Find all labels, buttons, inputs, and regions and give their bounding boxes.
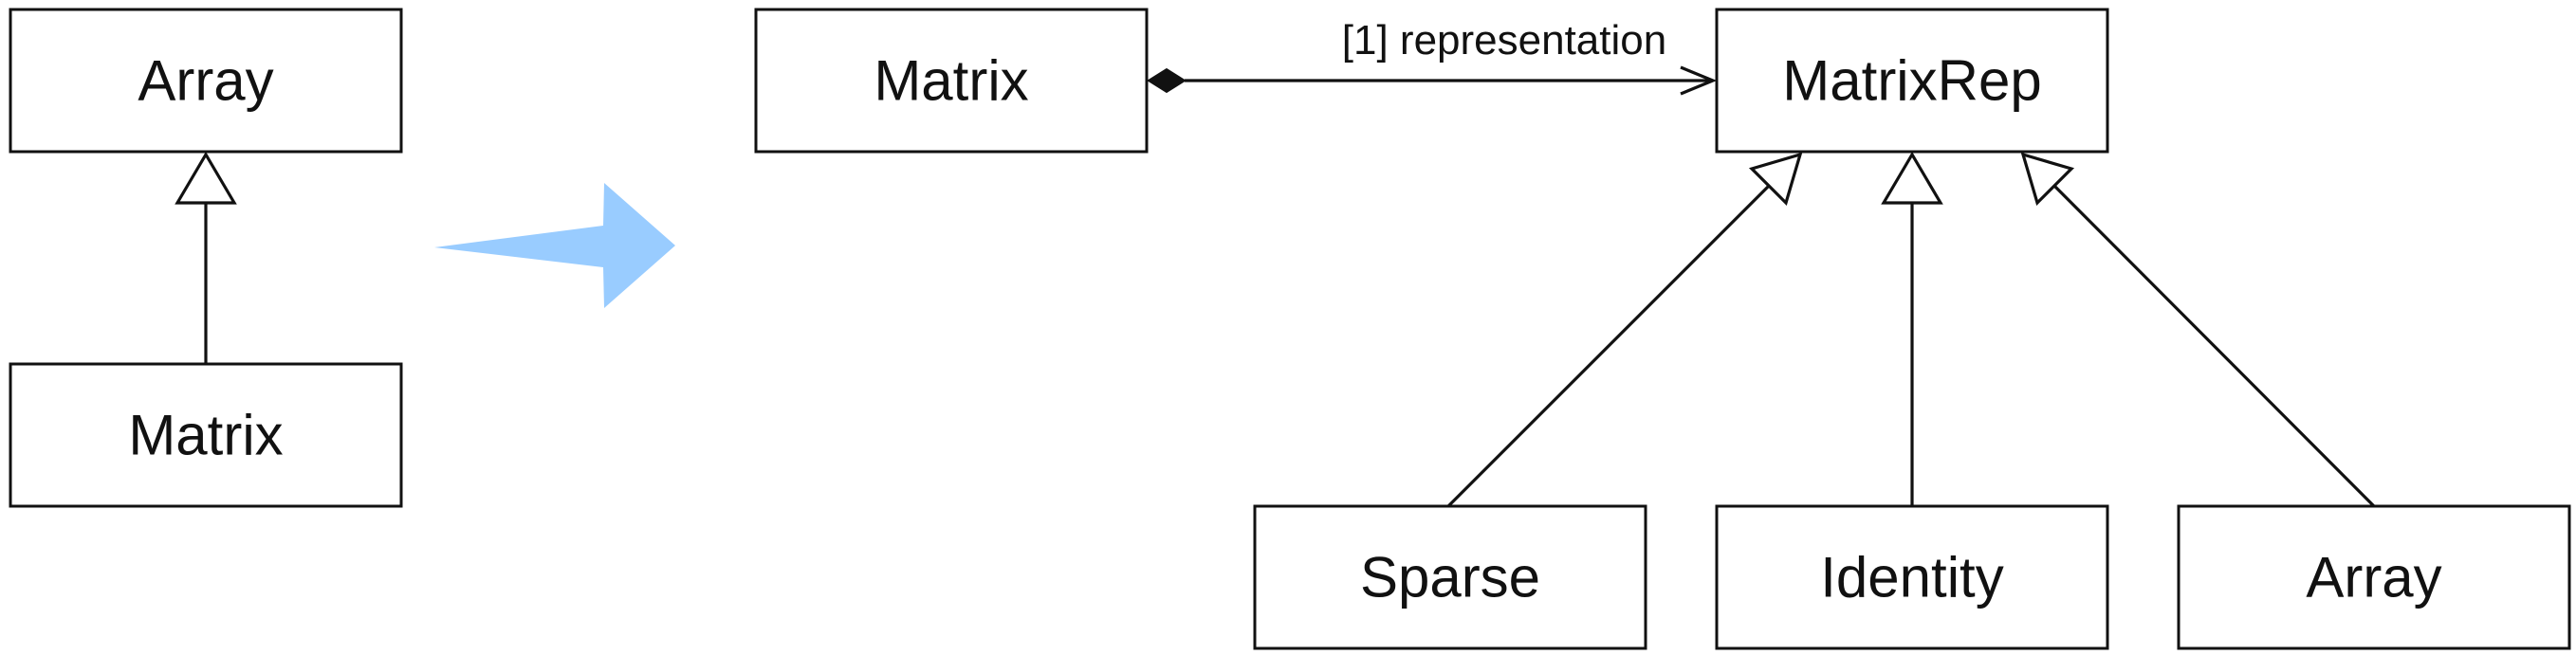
open-arrowhead-icon [1680,65,1718,96]
composition-diamond-icon [1147,67,1187,94]
before-array-label: Array [138,49,273,113]
before-diagram: Array Matrix [9,8,403,508]
identity-class[interactable]: Identity [1715,504,2109,650]
sparse-class[interactable]: Sparse [1253,504,1647,650]
before-array-class[interactable]: Array [9,8,403,154]
generalization-triangle-icon [2020,152,2075,207]
sparse-generalization-edge [1446,152,1803,508]
after-array-label: Array [2306,546,2441,610]
identity-label: Identity [1820,546,2003,610]
association-label: [1] representation [1342,17,1666,64]
matrixrep-label: MatrixRep [1782,49,2041,113]
array-generalization-edge [2020,152,2376,508]
before-matrix-class[interactable]: Matrix [9,362,403,508]
after-matrix-class[interactable]: Matrix [754,8,1149,154]
before-matrix-label: Matrix [128,404,283,467]
sparse-label: Sparse [1360,546,1540,610]
transform-arrow-icon [434,183,675,308]
identity-generalization-edge [1881,151,1943,506]
before-generalization-edge [175,151,237,364]
composition-association: [1] representation [1147,17,1718,96]
after-matrix-label: Matrix [874,49,1028,113]
after-diagram: Matrix MatrixRep [1] representation Spar… [754,8,2571,650]
matrixrep-class[interactable]: MatrixRep [1715,8,2109,154]
after-array-class[interactable]: Array [2177,504,2571,650]
transformation-arrow [434,183,675,308]
generalization-triangle-icon [1881,151,1943,205]
generalization-triangle-icon [175,151,237,205]
generalization-triangle-icon [1748,152,1803,207]
